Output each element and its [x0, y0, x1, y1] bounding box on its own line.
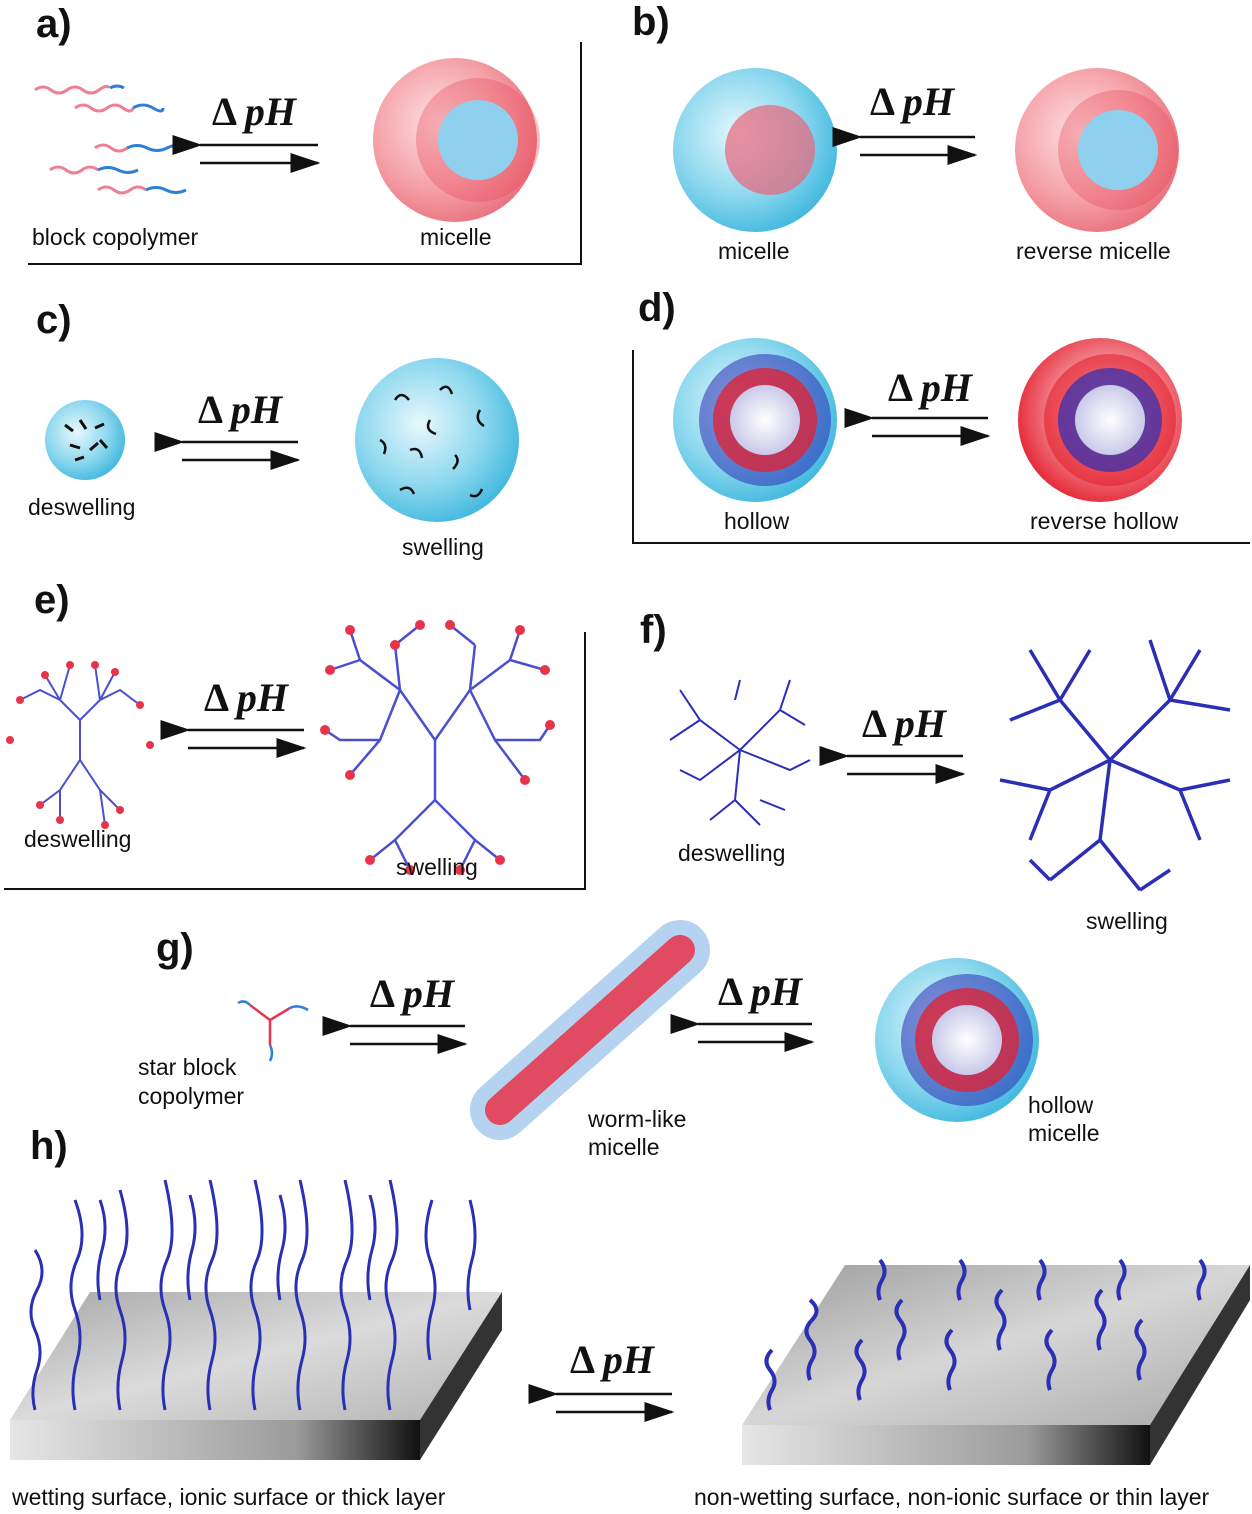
delta-ph-f: Δ pH: [862, 701, 946, 746]
delta-ph-g-right: Δ pH: [718, 969, 802, 1014]
panel-label-c: c): [36, 298, 72, 342]
delta-ph-h: Δ pH: [570, 1337, 654, 1382]
panel-c-small-gel: [45, 400, 125, 480]
panel-f-large-branched: [999, 639, 1231, 892]
caption-d-hollow: hollow: [724, 508, 790, 534]
panel-label-a: a): [36, 2, 72, 46]
panel-a-micelle: [373, 58, 540, 222]
panel-e-frame: [4, 632, 586, 890]
caption-g-worm-micelle: micelle: [588, 1134, 660, 1160]
panel-h-thin-surface: [742, 1258, 1250, 1465]
delta-ph-c: Δ pH: [198, 387, 282, 432]
caption-h-non-wetting: non-wetting surface, non-ionic surface o…: [694, 1484, 1210, 1510]
caption-d-reverse-hollow: reverse hollow: [1030, 508, 1179, 534]
equilibrium-arrows: [154, 127, 991, 1422]
caption-f-deswelling: deswelling: [678, 840, 786, 866]
delta-ph-d: Δ pH: [888, 365, 972, 410]
panel-d-reverse-hollow: [1018, 338, 1182, 502]
caption-b-reverse-micelle: reverse micelle: [1016, 238, 1171, 264]
panel-h-thick-surface: [10, 1179, 502, 1460]
caption-g-hollow-micelle: micelle: [1028, 1120, 1100, 1146]
panel-label-h: h): [30, 1124, 68, 1168]
caption-h-wetting: wetting surface, ionic surface or thick …: [12, 1484, 446, 1510]
delta-ph-b: Δ pH: [870, 79, 954, 124]
caption-e-swelling: swelling: [396, 854, 478, 880]
caption-c-swelling: swelling: [402, 534, 484, 560]
caption-e-deswelling: deswelling: [24, 826, 132, 852]
panel-f-small-branched: [669, 679, 811, 826]
panel-b-reverse-micelle: [1015, 68, 1179, 232]
panel-label-d: d): [638, 286, 676, 330]
caption-g-copolymer: copolymer: [138, 1083, 245, 1109]
caption-a-micelle: micelle: [420, 224, 492, 250]
caption-g-worm-like: worm-like: [588, 1106, 687, 1132]
panel-label-e: e): [34, 578, 70, 622]
panel-g-hollow-micelle: [875, 958, 1039, 1122]
caption-f-swelling: swelling: [1086, 908, 1168, 934]
panel-d-frame: [632, 350, 1250, 544]
panel-label-g: g): [156, 926, 194, 970]
caption-c-deswelling: deswelling: [28, 494, 136, 520]
caption-g-star-block: star block: [138, 1054, 237, 1080]
delta-ph-a: Δ pH: [212, 89, 296, 134]
panel-g-star-copolymer: [237, 1000, 309, 1062]
panel-g-worm-micelle: [470, 920, 710, 1140]
panel-b-micelle: [673, 68, 837, 232]
panel-c-large-gel: [355, 358, 519, 522]
panel-e-small-dendrimer: [6, 661, 154, 829]
panel-e-large-dendrimer: [320, 620, 555, 875]
caption-b-micelle: micelle: [718, 238, 790, 264]
panel-label-f: f): [640, 608, 667, 652]
caption-a-block-copolymer: block copolymer: [32, 224, 199, 250]
caption-g-hollow: hollow: [1028, 1092, 1094, 1118]
panel-d-hollow: [673, 338, 837, 502]
panel-a-copolymers: [34, 84, 187, 195]
delta-ph-e: Δ pH: [204, 675, 288, 720]
delta-ph-g-left: Δ pH: [370, 971, 454, 1016]
panel-label-b: b): [632, 0, 670, 44]
panel-a-frame: [28, 42, 582, 265]
